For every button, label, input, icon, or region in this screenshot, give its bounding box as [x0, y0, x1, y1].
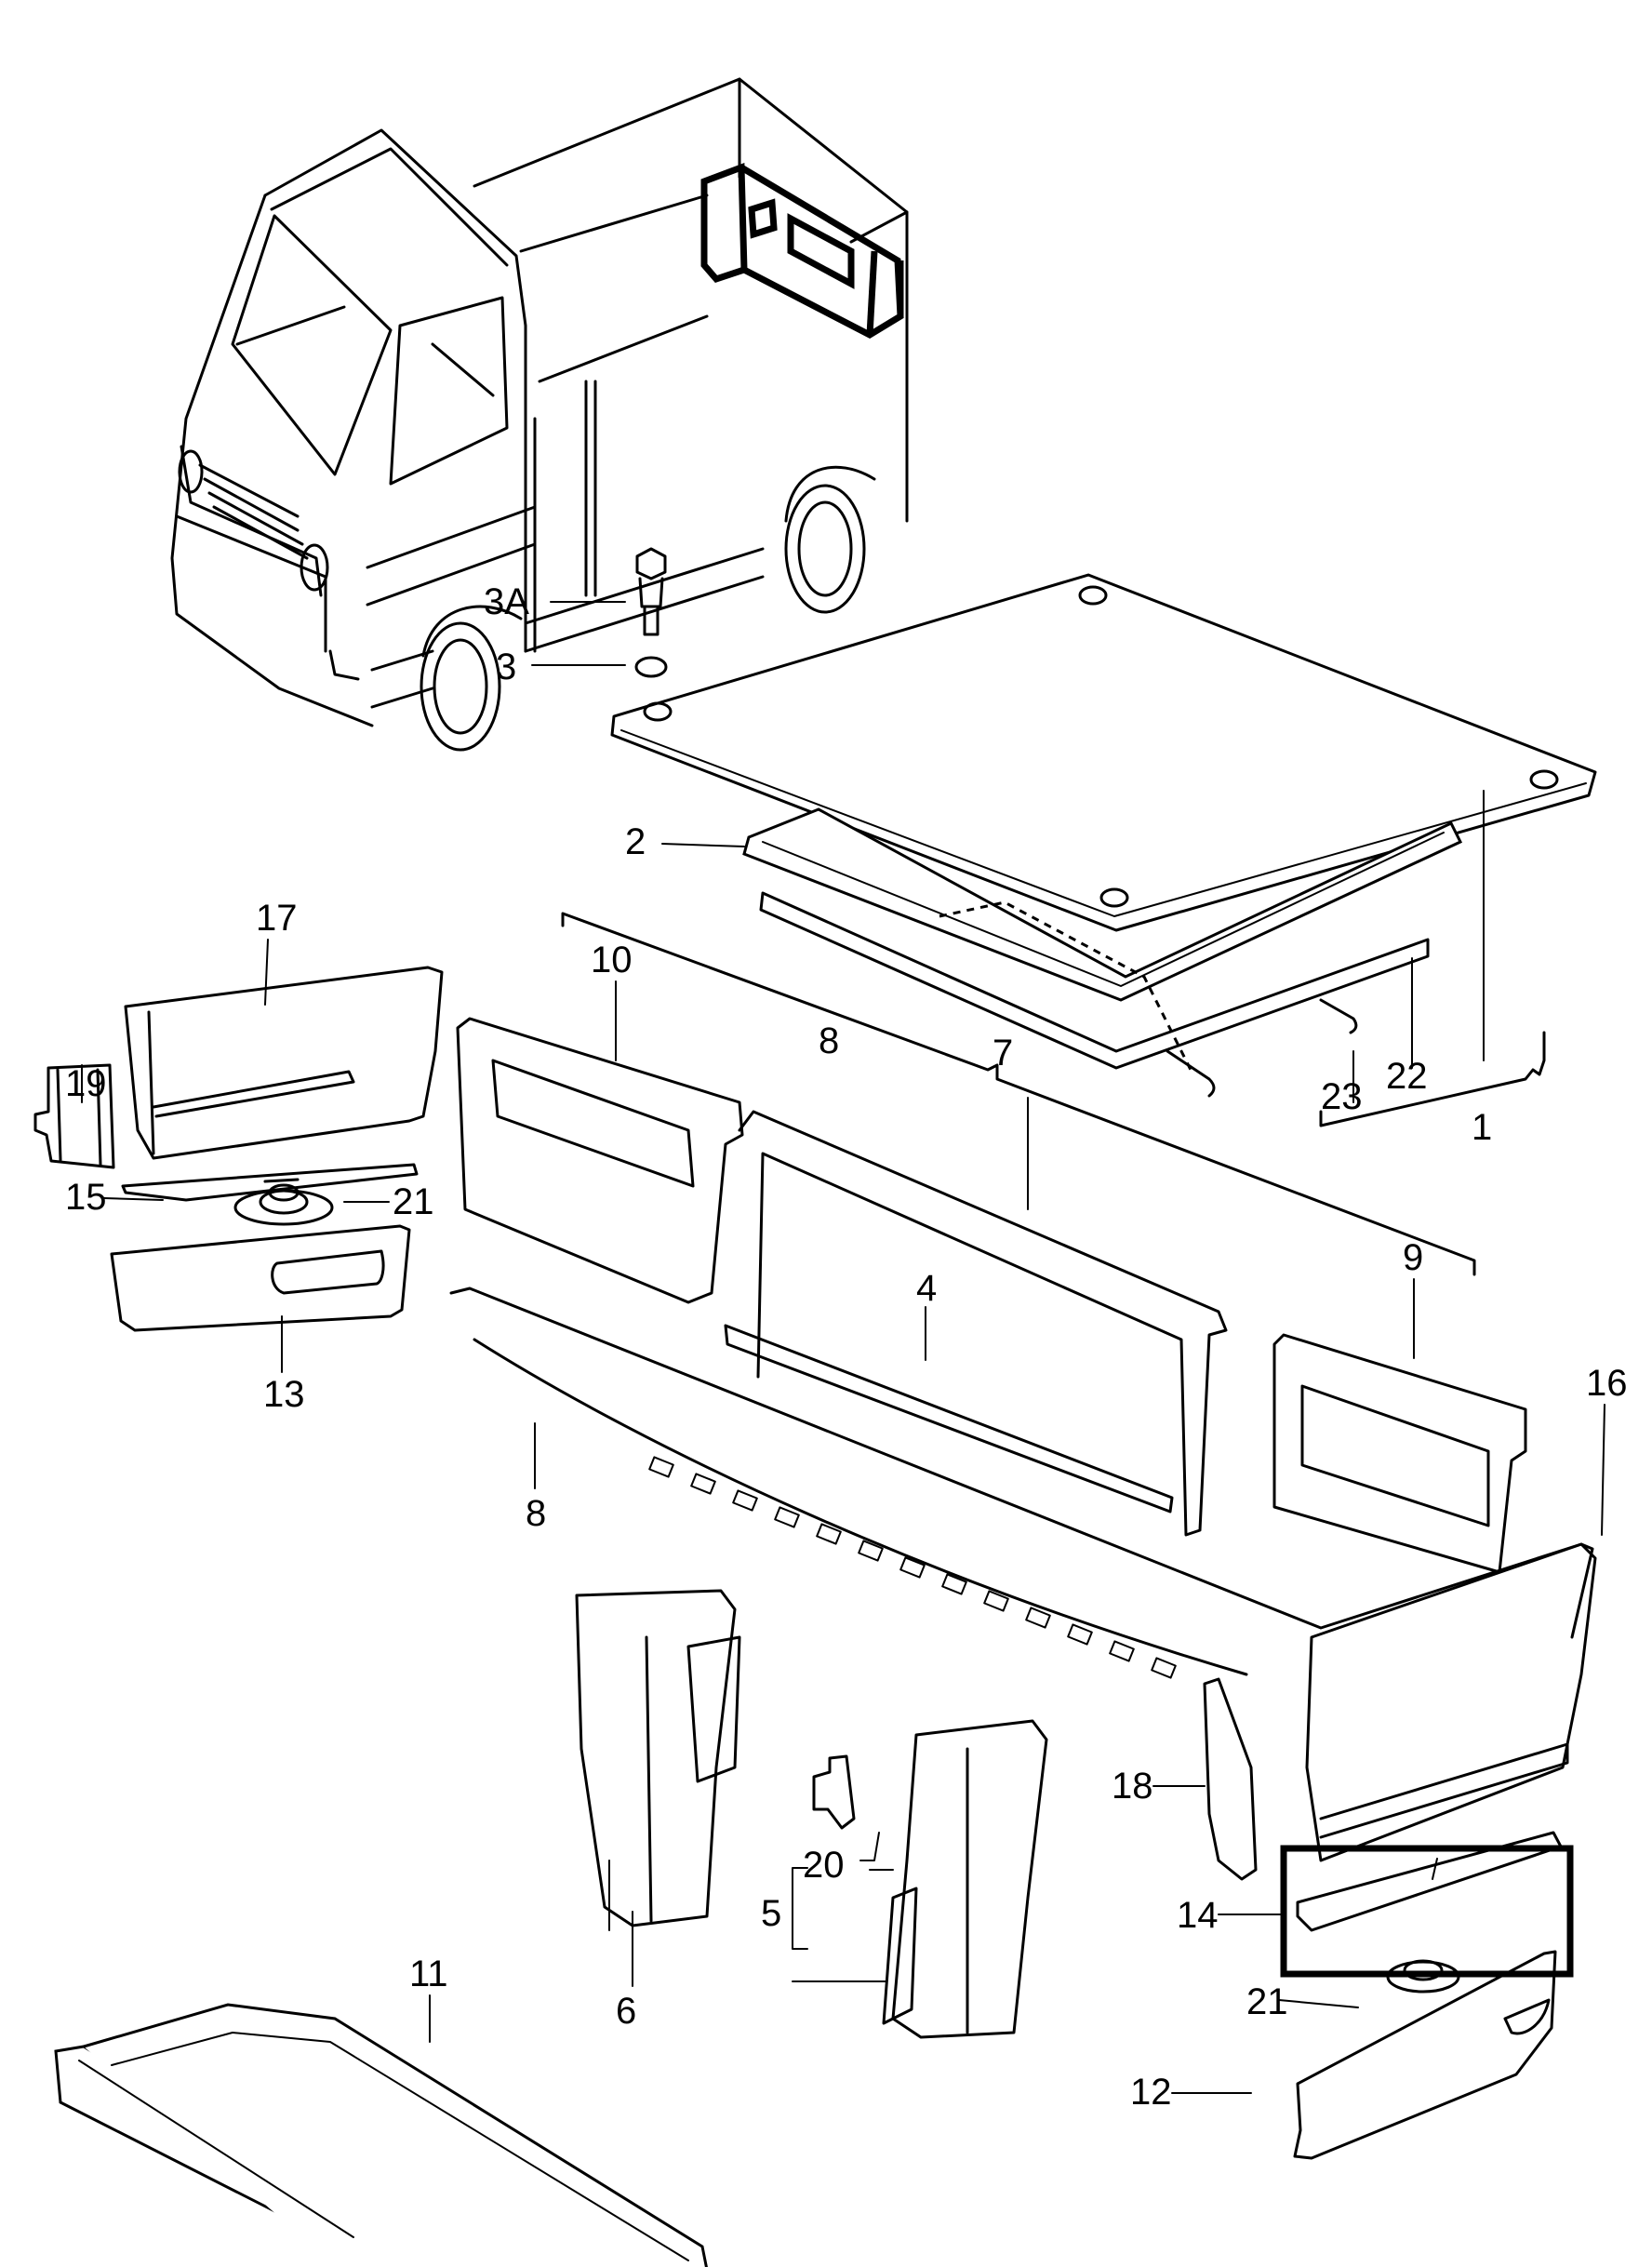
callout-6: 6 [616, 1991, 636, 2032]
part-11-seal [54, 2003, 708, 2267]
callout-3: 3 [496, 647, 516, 687]
callout-4: 4 [916, 1268, 937, 1309]
highlight-box-part-14 [1280, 1845, 1574, 1978]
bracket-8-top [561, 912, 1476, 1276]
part-5-pillar [882, 1719, 1048, 2039]
callout-18: 18 [1112, 1766, 1153, 1807]
callout-14: 14 [1177, 1895, 1219, 1936]
part-2-seal [742, 807, 1463, 1002]
callout-11: 11 [409, 1954, 448, 1994]
callout-23: 23 [1321, 1076, 1363, 1117]
callout-21-right: 21 [1246, 1981, 1288, 2022]
callout-12: 12 [1130, 2072, 1172, 2113]
part-15-rail [121, 1163, 419, 1202]
beam-slots [648, 1456, 1177, 1679]
truck-overview-illustration [170, 77, 909, 752]
part-12-panel [1293, 1950, 1557, 2160]
callout-19: 19 [65, 1063, 107, 1104]
part-18-pillar [1203, 1677, 1258, 1881]
callout-9: 9 [1403, 1237, 1423, 1278]
callout-13: 13 [263, 1374, 305, 1415]
part-22-pad [759, 891, 1430, 1071]
part-21-mount-left [233, 1183, 334, 1226]
callout-8-bottom: 8 [526, 1493, 546, 1534]
callout-7: 7 [993, 1033, 1013, 1073]
part-14-rail [1296, 1831, 1563, 1932]
callout-10: 10 [591, 940, 633, 980]
callout-22: 22 [1386, 1056, 1428, 1097]
leader-lines [81, 601, 1605, 2094]
main-bulkhead [449, 1017, 1597, 1862]
part-1-plate [610, 573, 1597, 932]
callout-20: 20 [803, 1845, 845, 1886]
bracket-1 [1319, 1031, 1546, 1127]
callout-15: 15 [65, 1177, 107, 1218]
callout-1: 1 [1472, 1107, 1492, 1148]
callout-16: 16 [1586, 1363, 1628, 1404]
callout-3a: 3A [484, 581, 529, 622]
callout-2: 2 [625, 821, 646, 862]
part-13-panel [110, 1224, 411, 1332]
bolt-3a [635, 547, 667, 636]
callout-17: 17 [256, 898, 298, 939]
callout-21-left: 21 [393, 1181, 434, 1222]
washer-3 [634, 656, 668, 678]
part-21-mount-right [1386, 1959, 1460, 1994]
callout-5: 5 [761, 1893, 781, 1934]
callout-8-top: 8 [819, 1020, 839, 1061]
part-6-pillar [575, 1589, 741, 1927]
part-20-bracket [812, 1754, 856, 1830]
part-23-clip [1166, 998, 1358, 1098]
part-17-panel [124, 966, 444, 1160]
part-19-bracket [33, 1063, 115, 1169]
callout-labels: 3A 3 2 10 8 7 23 22 1 17 19 9 4 16 15 21… [65, 581, 1628, 2113]
